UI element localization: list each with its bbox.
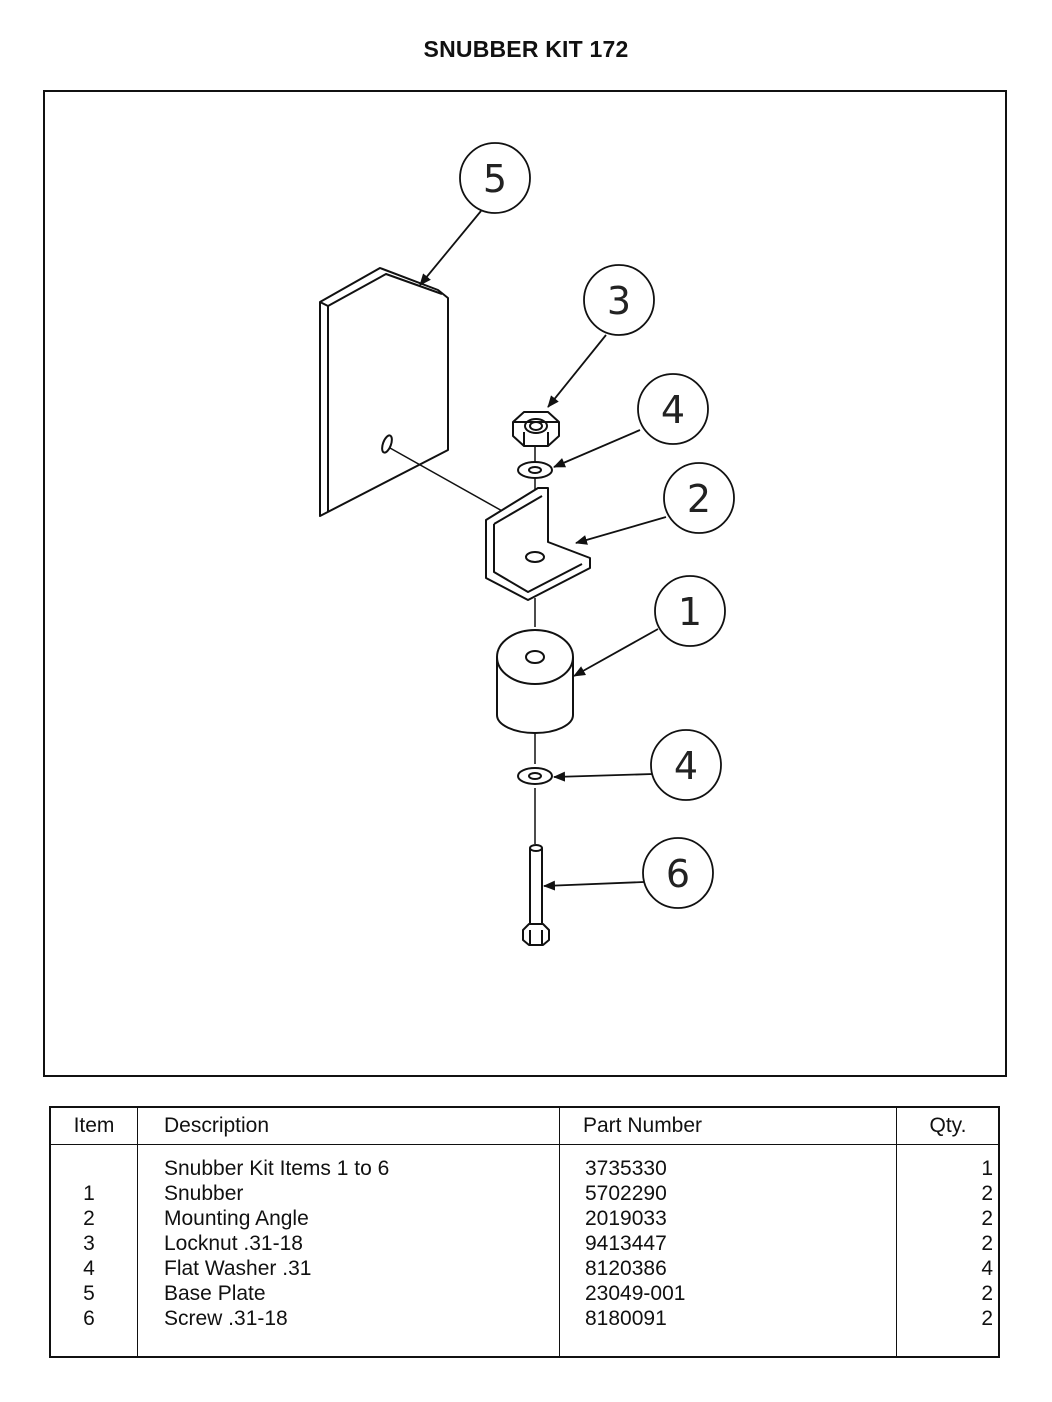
base-plate [319, 267, 449, 517]
callout-number: 4 [674, 744, 698, 788]
snubber [496, 629, 574, 734]
mounting-angle [485, 487, 591, 601]
callout-circle [654, 575, 726, 647]
part-number-cell: 9413447 [585, 1232, 667, 1255]
qty-cell: 2 [981, 1207, 993, 1230]
part-number-cell: 2019033 [585, 1207, 667, 1230]
description-cell: Locknut .31-18 [164, 1232, 303, 1255]
item-cell: 3 [83, 1232, 95, 1255]
description-cell: Base Plate [164, 1282, 266, 1305]
part-number-cell: 3735330 [585, 1157, 667, 1180]
description-cell: Snubber Kit Items 1 to 6 [164, 1157, 390, 1180]
qty-cell: 2 [981, 1282, 993, 1305]
callout-number: 2 [687, 477, 711, 521]
header-qty: Qty. [929, 1114, 967, 1137]
callout-number: 1 [678, 590, 702, 634]
part-number-cell: 8120386 [585, 1257, 667, 1280]
item-cell: 2 [83, 1207, 95, 1230]
part-number-cell: 23049-001 [585, 1282, 686, 1305]
description-cell: Snubber [164, 1182, 244, 1205]
callout-circle [459, 142, 531, 214]
description-cell: Mounting Angle [164, 1207, 309, 1230]
item-cell: 5 [83, 1282, 95, 1305]
locknut [512, 411, 560, 447]
qty-cell: 4 [981, 1257, 993, 1280]
item-cell: 1 [83, 1182, 95, 1205]
callout-circle [663, 462, 735, 534]
page-title: SNUBBER KIT 172 [423, 36, 629, 62]
callout-circle [642, 837, 714, 909]
flat-washer-lower [517, 767, 553, 785]
description-column: Snubber Kit Items 1 to 6 Snubber Mountin… [164, 1156, 389, 1331]
description-cell: Flat Washer .31 [164, 1257, 312, 1280]
callout-number: 6 [666, 852, 690, 896]
header-part-number: Part Number [583, 1114, 703, 1137]
callout-circles [459, 142, 735, 909]
qty-cell: 2 [981, 1232, 993, 1255]
callout-circle [650, 729, 722, 801]
qty-cell: 2 [981, 1307, 993, 1330]
qty-cell: 1 [981, 1157, 993, 1180]
callout-circle [637, 373, 709, 445]
item-cell: 6 [83, 1307, 95, 1330]
item-column: 1 2 3 4 5 6 [51, 1156, 127, 1331]
description-cell: Screw .31-18 [164, 1307, 288, 1330]
item-cell [51, 1156, 127, 1181]
callout-number: 3 [607, 279, 631, 323]
parts-list-table: Item Description Part Number Qty. 1 2 3 … [49, 1106, 1000, 1358]
flat-washer-upper [517, 461, 553, 479]
part-number-column: 3735330 5702290 2019033 9413447 8120386 … [585, 1156, 685, 1331]
leader-lines [419, 210, 667, 891]
callout-number: 5 [483, 157, 507, 201]
callout-numbers: 5 3 4 2 1 4 6 [483, 157, 711, 896]
header-description: Description [164, 1114, 270, 1137]
callout-number: 4 [661, 388, 685, 432]
item-cell: 4 [83, 1257, 95, 1280]
callout-circle [583, 264, 655, 336]
part-number-cell: 5702290 [585, 1182, 667, 1205]
part-number-cell: 8180091 [585, 1307, 667, 1330]
exploded-view-drawing: 5 3 4 2 1 4 6 [43, 90, 1007, 1077]
qty-cell: 2 [981, 1182, 993, 1205]
header-item: Item [73, 1114, 115, 1137]
screw [522, 844, 550, 946]
qty-column: 1 2 2 2 4 2 2 [911, 1156, 993, 1331]
